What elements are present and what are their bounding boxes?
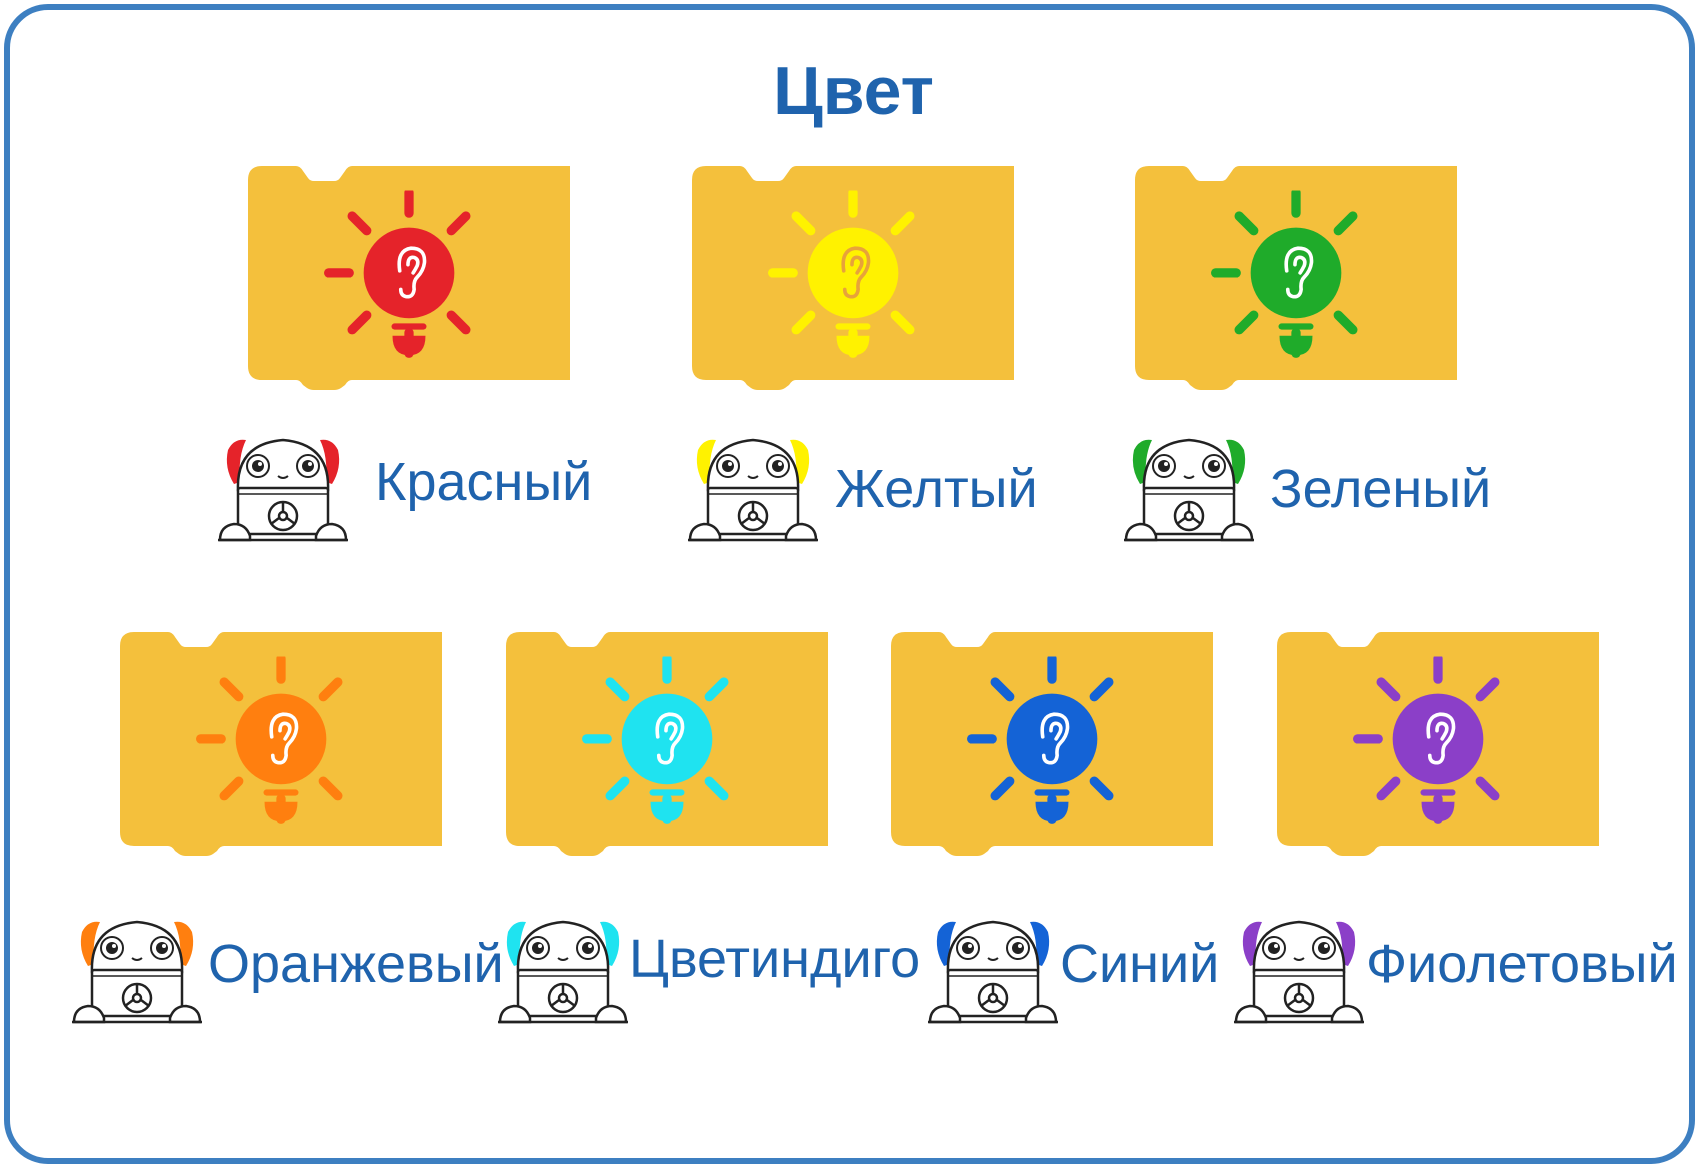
color-label-yellow: Желтый <box>835 459 1038 519</box>
robot-mascot-icon <box>926 908 1060 1031</box>
color-block-orange[interactable] <box>120 632 442 856</box>
lightbulb-icon <box>324 187 494 366</box>
color-label-indigo: Цветиндиго <box>629 929 921 989</box>
lightbulb-icon <box>967 653 1137 832</box>
color-block-green[interactable] <box>1135 166 1457 390</box>
color-block-indigo[interactable] <box>506 632 828 856</box>
robot-mascot-icon <box>496 908 630 1031</box>
color-block-violet[interactable] <box>1277 632 1599 856</box>
color-label-violet: Фиолетовый <box>1366 934 1678 994</box>
robot-mascot-icon <box>686 426 820 549</box>
page-title: Цвет <box>773 53 934 129</box>
color-label-red: Красный <box>375 452 593 512</box>
color-block-red[interactable] <box>248 166 570 390</box>
color-label-orange: Оранжевый <box>208 934 504 994</box>
lightbulb-icon <box>1210 187 1381 366</box>
robot-mascot-icon <box>1122 426 1256 549</box>
lightbulb-icon <box>1352 653 1523 832</box>
lightbulb-icon <box>768 187 938 366</box>
lightbulb-icon <box>582 653 752 832</box>
color-label-green: Зеленый <box>1270 459 1492 519</box>
lightbulb-icon <box>196 653 366 832</box>
robot-mascot-icon <box>216 426 350 549</box>
color-label-blue: Синий <box>1060 934 1220 994</box>
robot-mascot-icon <box>1232 908 1366 1031</box>
color-block-yellow[interactable] <box>692 166 1014 390</box>
robot-mascot-icon <box>70 908 204 1031</box>
color-block-blue[interactable] <box>891 632 1213 856</box>
page-frame <box>4 4 1695 1164</box>
